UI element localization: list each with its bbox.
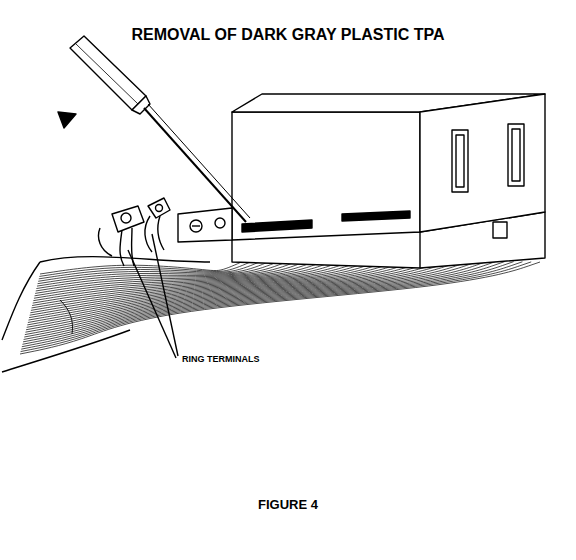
harness-sheath	[2, 330, 130, 372]
terminal-block	[178, 208, 232, 242]
figure-title: REMOVAL OF DARK GRAY PLASTIC TPA	[132, 26, 445, 44]
ring-terminal	[145, 198, 170, 252]
screw	[190, 220, 202, 232]
slot	[512, 129, 520, 181]
connector-block	[2, 36, 545, 372]
wire	[27, 261, 434, 325]
part-label: RING TERMINALS	[180, 355, 262, 365]
tpa-slot	[342, 211, 410, 221]
screw	[192, 225, 200, 226]
block-side	[420, 94, 545, 232]
wire	[23, 261, 496, 341]
wire	[21, 262, 532, 352]
tpa-edge	[419, 232, 420, 268]
leader-line	[128, 250, 176, 358]
slot	[452, 130, 468, 192]
slot	[456, 135, 464, 187]
wire-bundle	[20, 258, 540, 354]
ring-terminal	[99, 228, 113, 256]
harness-sheath	[60, 300, 73, 334]
wire	[20, 262, 540, 354]
slot	[508, 124, 524, 186]
wire	[29, 260, 408, 317]
harness-sheath	[2, 262, 40, 340]
wire	[24, 261, 478, 337]
tpa-tab	[493, 222, 507, 238]
wire	[32, 260, 364, 306]
tpa-slot	[242, 220, 312, 232]
leader-line	[152, 234, 178, 356]
wire	[21, 262, 522, 349]
block-front	[232, 112, 420, 240]
harness-sheath	[40, 257, 210, 262]
screw	[215, 218, 225, 228]
ring-terminal	[112, 206, 144, 266]
direction-arrow	[58, 112, 76, 128]
figure-caption: FIGURE 4	[258, 498, 318, 512]
screwdriver	[70, 36, 250, 222]
